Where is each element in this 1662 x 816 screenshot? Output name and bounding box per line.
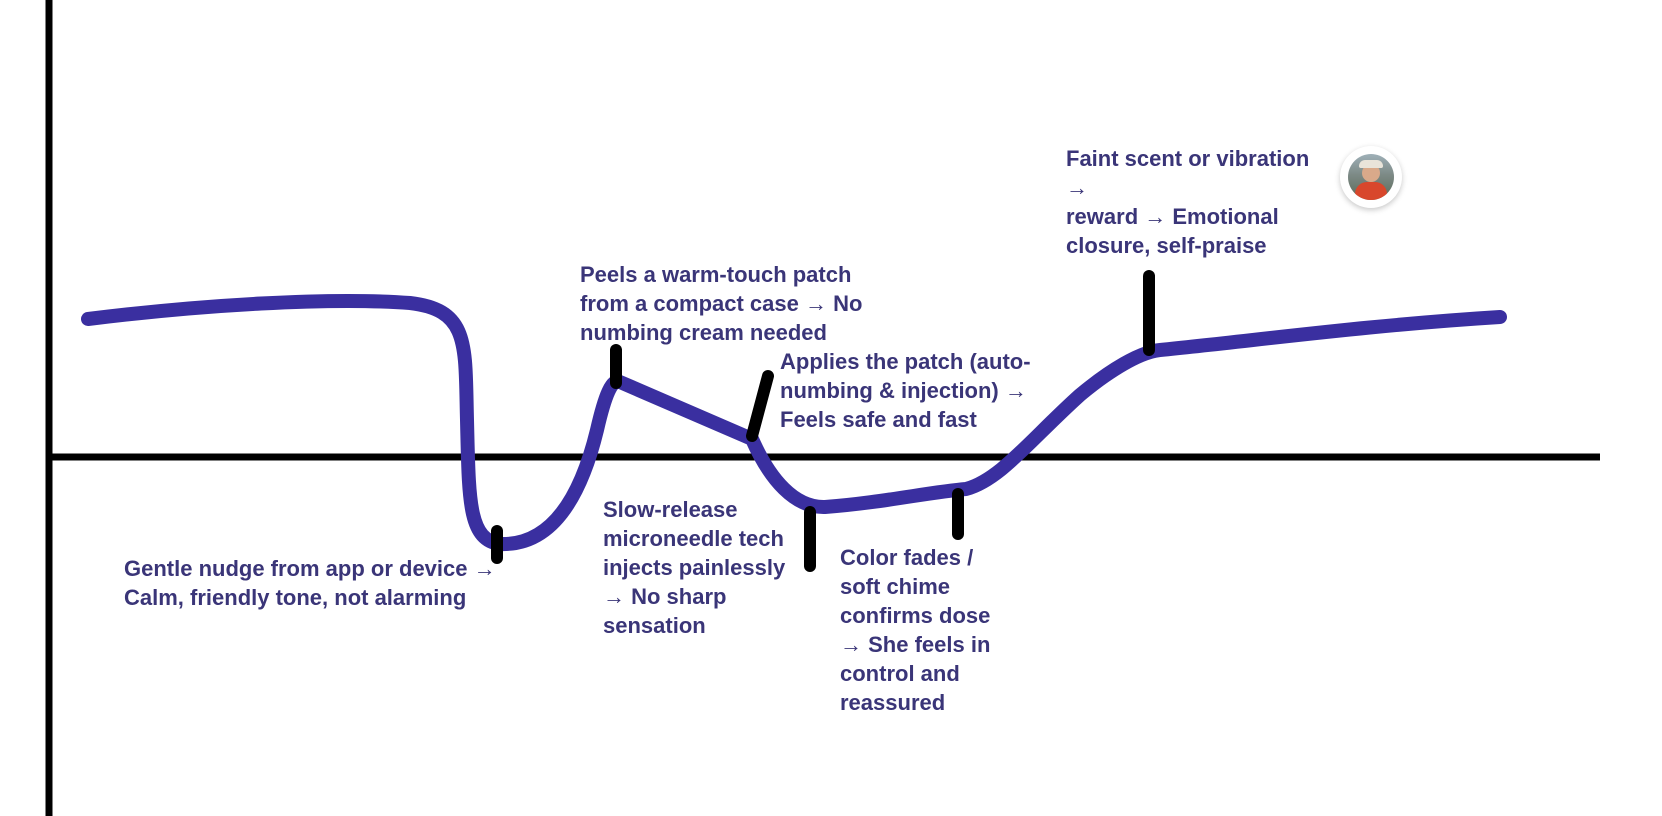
user-avatar-icon[interactable]: [1340, 146, 1402, 208]
note-slow-release: Slow-release microneedle tech injects pa…: [603, 497, 786, 638]
marker-3: [746, 370, 774, 442]
note-color-fades: Color fades / soft chime confirms dose →…: [840, 545, 991, 715]
note-gentle-nudge: Gentle nudge from app or device → Calm, …: [124, 556, 496, 610]
note-faint-scent: Faint scent or vibration → reward → Emot…: [1066, 146, 1310, 258]
avatar-photo: [1348, 154, 1394, 200]
note-applies-patch: Applies the patch (auto- numbing & injec…: [780, 349, 1031, 432]
note-peels-patch: Peels a warm-touch patch from a compact …: [580, 262, 863, 345]
